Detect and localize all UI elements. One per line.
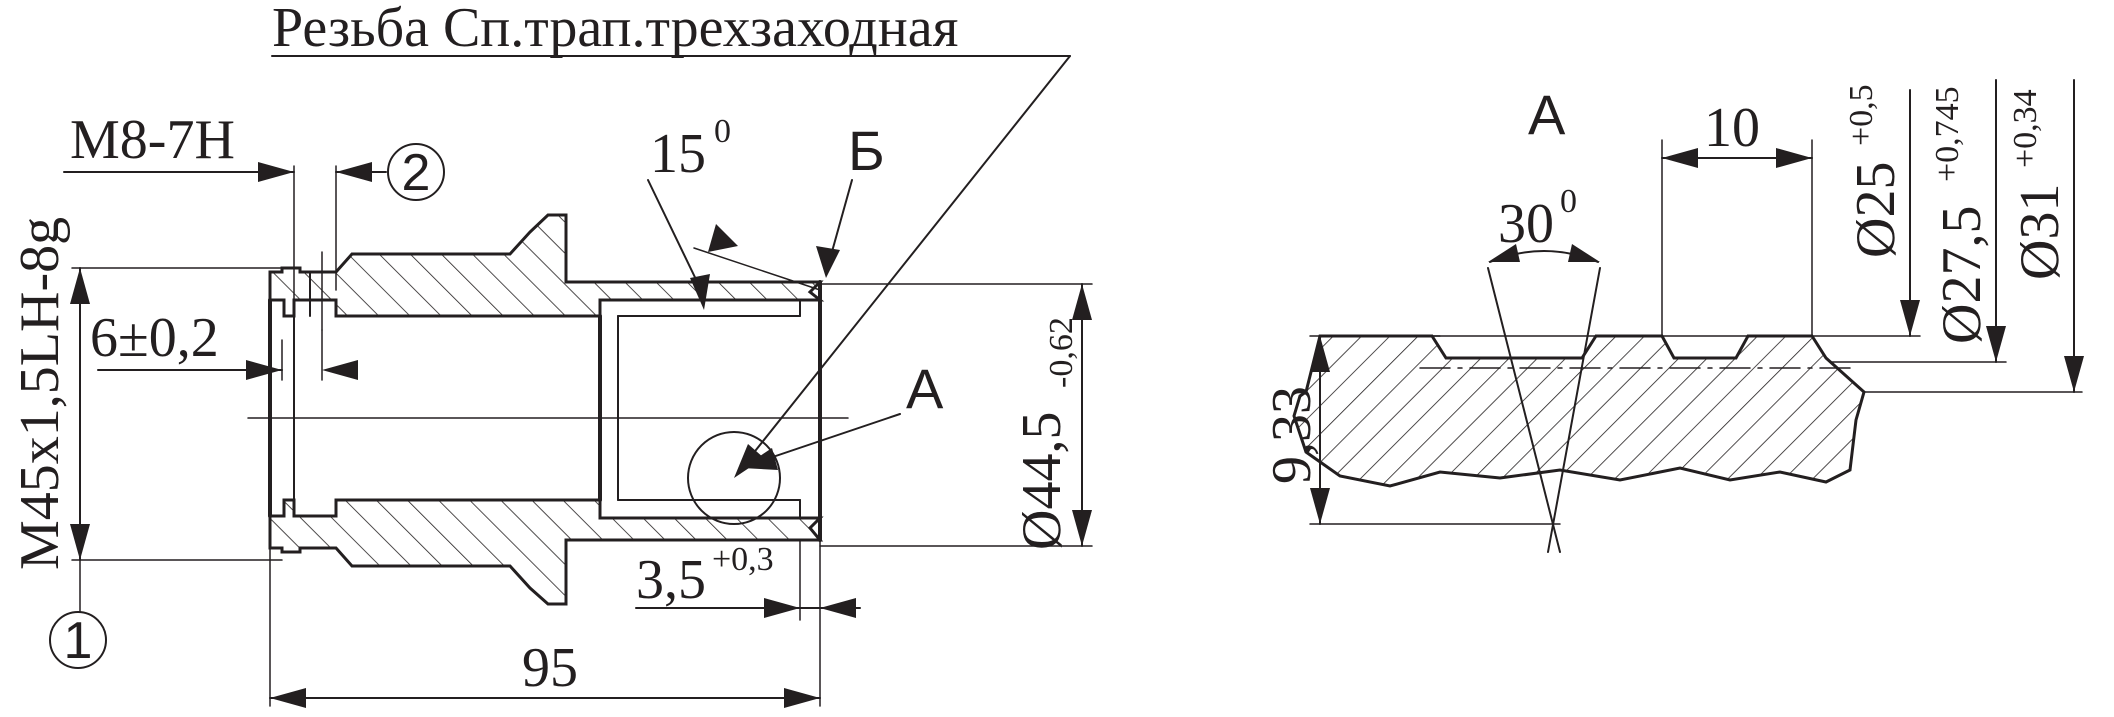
title-leader	[739, 55, 1071, 471]
thread-title-text: Резьба Сп.трап.трехзаходная	[272, 0, 958, 59]
lower-wall-section	[268, 498, 824, 606]
dim-6-text: 6±0,2	[90, 307, 219, 369]
dim-d25-text: Ø25	[1845, 162, 1907, 258]
thread-profile-section	[1292, 334, 1866, 488]
dim-d275-tolerance: +0,745	[1929, 86, 1966, 182]
dim-933-arrow-top	[1310, 336, 1330, 372]
dim-933-arrow-bottom	[1310, 488, 1330, 524]
dim-m45-arrow-top	[70, 268, 90, 304]
dim-95-arrow-right	[784, 688, 820, 708]
dim-35-tolerance: +0,3	[712, 541, 774, 578]
dim-6-arrow-left	[246, 360, 282, 380]
dim-933-text: 9,33	[1261, 386, 1323, 484]
dim-m45-arrow-bottom	[70, 524, 90, 560]
dim-10-arrow-right	[1776, 148, 1812, 168]
dim-d275-group: Ø27,5 +0,745	[1929, 86, 1993, 344]
dim-d31-group: Ø31 +0,34	[2007, 89, 2071, 280]
dim-d44-text: Ø44,5	[1011, 412, 1073, 550]
view-a-title: А	[1528, 83, 1566, 146]
dim-d44-arrow-top	[1072, 284, 1092, 320]
upper-wall-section	[268, 213, 825, 318]
angle-30-text: 30	[1498, 193, 1554, 255]
callout-1-circle	[49, 611, 107, 669]
angle-15-ref	[693, 247, 821, 291]
dim-m8-arrow-left	[258, 162, 294, 182]
view-b-arrow	[816, 246, 840, 278]
dim-d31-text: Ø31	[2009, 184, 2071, 280]
thread-m8-text: М8-7Н	[70, 109, 235, 171]
dim-10-arrow-left	[1662, 148, 1698, 168]
dim-d25-arrow	[1900, 300, 1920, 336]
callout-1-text: 1	[64, 612, 93, 670]
angle-15-text: 15	[650, 123, 706, 185]
angle-30-degree: 0	[1560, 183, 1577, 220]
dim-d25-tolerance: +0,5	[1843, 84, 1880, 146]
callout-2-text: 2	[402, 144, 431, 202]
view-a-marker-text: А	[906, 357, 944, 420]
dim-35-arrow-right	[820, 598, 856, 618]
angle-30-arrow-left	[1488, 244, 1520, 262]
view-a-arrow	[742, 448, 778, 470]
angle-30-line-right	[1547, 267, 1601, 553]
dim-35-text: 3,5	[636, 549, 706, 611]
callout-2-circle	[387, 143, 445, 201]
angle-15-leader	[647, 179, 705, 297]
part-section-view: Резьба Сп.трап.трехзаходная М8-7Н 2 1 М4…	[9, 0, 1093, 708]
angle-15-arrow-top	[708, 224, 738, 252]
dim-6-arrow-right	[322, 360, 358, 380]
dim-10-text: 10	[1704, 97, 1760, 159]
view-b-text: Б	[848, 119, 885, 182]
dim-d31-arrow	[2064, 356, 2084, 392]
title-leader-arrow	[734, 444, 764, 478]
angle-30-arrow-right	[1568, 244, 1600, 262]
dim-d25-group: Ø25 +0,5	[1843, 84, 1907, 258]
dim-d44-tolerance: -0,62	[1043, 317, 1080, 388]
dim-95-arrow-left	[270, 688, 306, 708]
dim-d44-arrow-bottom	[1072, 510, 1092, 546]
dim-d31-tolerance: +0,34	[2007, 89, 2044, 168]
dim-d275-text: Ø27,5	[1931, 206, 1993, 344]
view-a-leader	[751, 413, 901, 465]
angle-15-degree: 0	[714, 113, 731, 150]
dim-d275-arrow	[1986, 326, 2006, 362]
dim-d44-group: Ø44,5 -0,62	[1011, 317, 1080, 550]
detail-circle	[687, 431, 781, 525]
angle-15-arrow-bottom	[690, 274, 710, 310]
dim-35-arrow-left	[764, 598, 800, 618]
angle-30-line-left	[1487, 267, 1561, 553]
thread-m45-text: М45х1,5LH-8g	[9, 217, 71, 570]
dim-95-text: 95	[522, 637, 578, 699]
detail-a-view: А 10 30 0 9,33 Ø25 +0,5 Ø27,5 +0,745 Ø31…	[1261, 79, 2084, 553]
